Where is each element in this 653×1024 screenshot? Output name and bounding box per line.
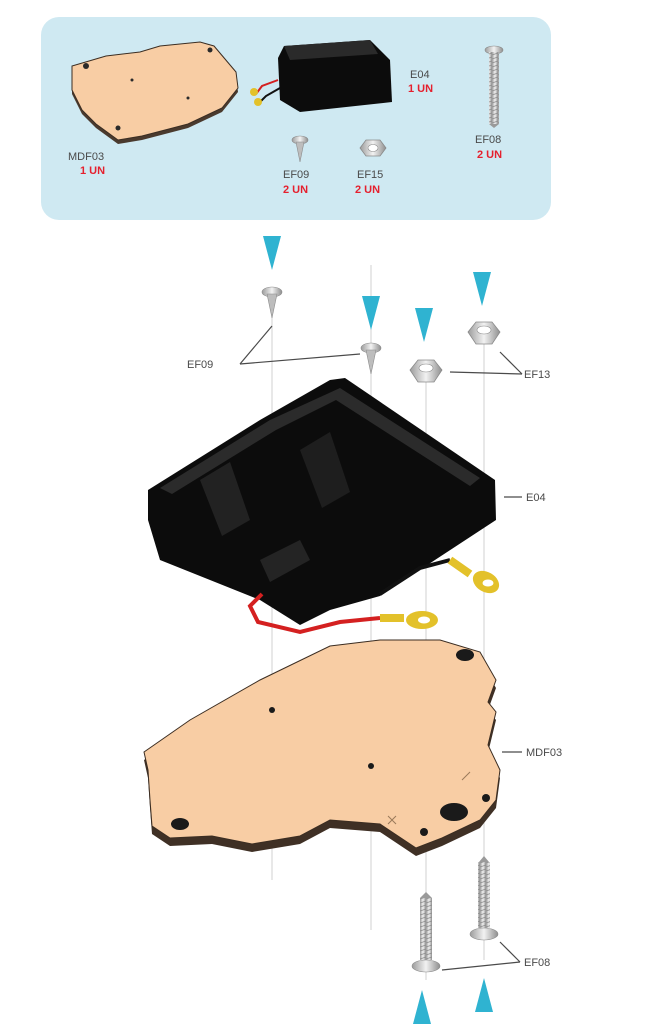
long-screw-icon: [411, 892, 441, 973]
short-screw-icon: [261, 286, 283, 319]
parts-qty-ef09: 2 UN: [283, 184, 308, 196]
arrow-down-icon: [263, 236, 281, 270]
callout-mdf03: MDF03: [526, 747, 562, 759]
battery-holder-icon: [148, 378, 500, 635]
wood-plate-icon: [143, 639, 501, 856]
arrow-down-icon: [473, 272, 491, 306]
parts-qty-ef15: 2 UN: [355, 184, 380, 196]
long-screw-icon: [484, 45, 504, 128]
parts-qty-mdf03: 1 UN: [80, 165, 105, 177]
parts-list-panel: MDF03 1 UN E04 1 UN EF08 2 UN EF09 2 UN: [41, 17, 551, 220]
callout-lines-ef08: [441, 941, 521, 971]
callout-lines-ef09: [239, 325, 361, 365]
parts-code-mdf03: MDF03: [68, 151, 104, 163]
hex-nut-icon: [409, 359, 443, 383]
short-screw-icon: [360, 342, 382, 375]
parts-qty-ef08: 2 UN: [477, 149, 502, 161]
parts-code-ef09: EF09: [283, 169, 309, 181]
arrow-up-icon: [413, 990, 431, 1024]
arrow-down-icon: [415, 308, 433, 342]
parts-code-ef15: EF15: [357, 169, 383, 181]
callout-ef09: EF09: [187, 359, 213, 371]
long-screw-icon: [469, 856, 499, 941]
hex-nut-icon: [359, 139, 387, 157]
arrow-up-icon: [475, 978, 493, 1012]
callout-ef08: EF08: [524, 957, 550, 969]
callout-lines-ef13: [449, 351, 523, 375]
hex-nut-icon: [467, 321, 501, 345]
callout-e04: E04: [526, 492, 546, 504]
parts-qty-e04: 1 UN: [408, 83, 433, 95]
wood-plate-icon: [71, 41, 239, 144]
battery-holder-icon: [250, 40, 392, 112]
callout-ef13: EF13: [524, 369, 550, 381]
short-screw-icon: [291, 135, 309, 163]
direction-arrows: [263, 236, 493, 1024]
parts-code-e04: E04: [410, 69, 430, 81]
arrow-down-icon: [362, 296, 380, 330]
parts-code-ef08: EF08: [475, 134, 501, 146]
